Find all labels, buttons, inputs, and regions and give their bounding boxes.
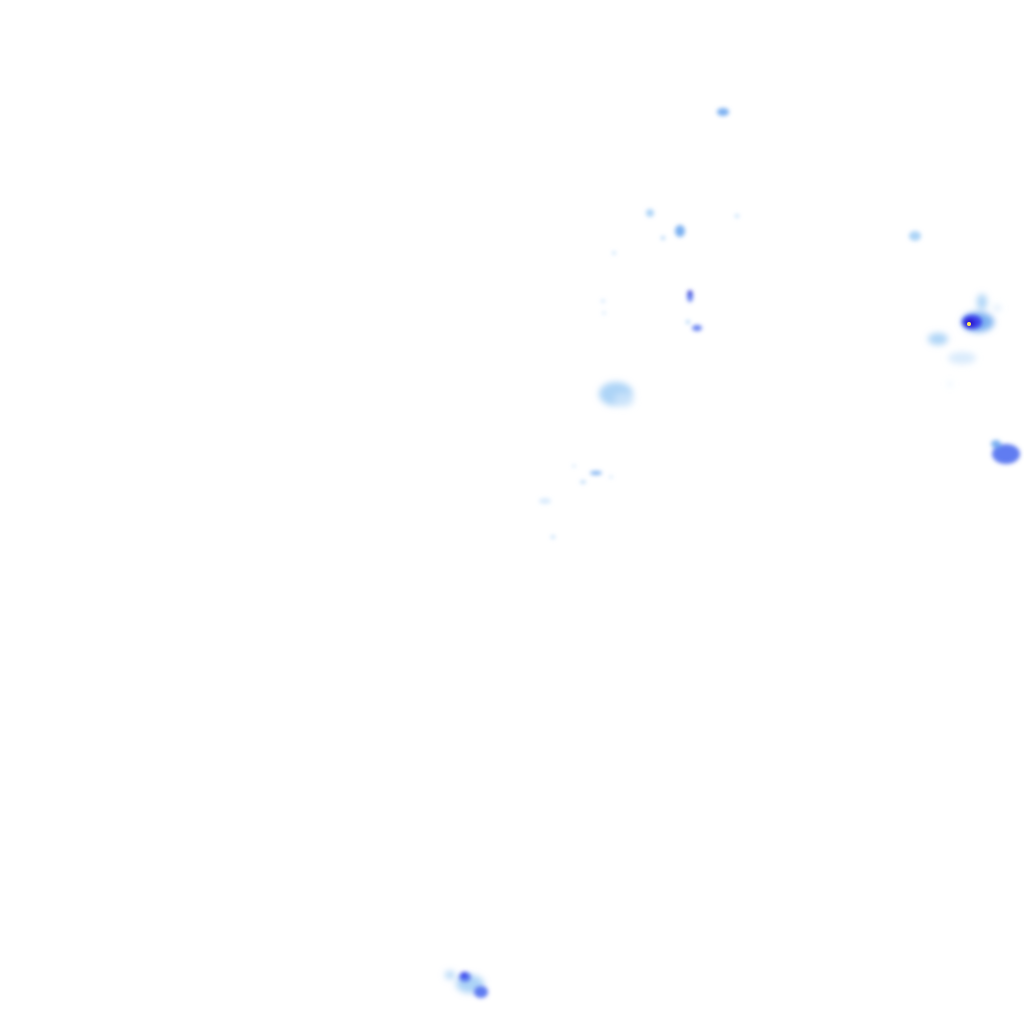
radar-echo-upper-cluster [612, 209, 921, 255]
radar-echo-light-patch [599, 382, 634, 407]
radar-echo-storm-cell-right [928, 294, 1001, 386]
radar-echo-east-edge [991, 440, 1020, 464]
radar-echo-narrow-cell [601, 290, 702, 331]
radar-echo-bottom-cluster [445, 971, 488, 998]
radar-echo-top [717, 108, 729, 116]
radar-echo-scattered-small [539, 465, 613, 539]
